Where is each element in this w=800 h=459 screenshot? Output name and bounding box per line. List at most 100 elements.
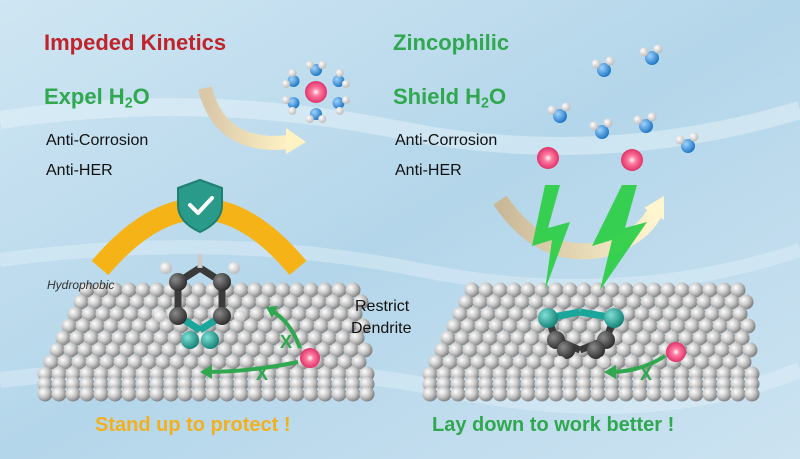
zinc-atom xyxy=(570,294,586,310)
zinc-atom xyxy=(674,282,690,298)
zinc-atom xyxy=(133,342,149,358)
zinc-atom xyxy=(269,294,285,310)
zinc-atom xyxy=(129,294,145,310)
zinc-atom xyxy=(632,386,648,402)
zinc-atom xyxy=(512,354,528,370)
zinc-atom xyxy=(225,354,241,370)
zinc-atom xyxy=(502,318,518,334)
zinc-atom xyxy=(558,318,574,334)
zinc-ion xyxy=(621,149,643,171)
middle-label-line1: Restrict xyxy=(355,298,410,315)
free-water-molecules xyxy=(547,44,699,153)
zinc-atom xyxy=(329,342,345,358)
zinc-atom xyxy=(113,354,129,370)
zinc-atom xyxy=(492,282,508,298)
zinc-atom xyxy=(275,386,291,402)
zinc-atom xyxy=(514,294,530,310)
zinc-atom xyxy=(283,294,299,310)
zinc-atom xyxy=(247,386,263,402)
zinc-ion xyxy=(305,81,327,103)
middle-label-line2: Dendrite xyxy=(351,320,412,337)
zinc-atom xyxy=(241,294,257,310)
zinc-atom xyxy=(484,354,500,370)
zinc-atom xyxy=(644,342,660,358)
zinc-atom xyxy=(119,342,135,358)
zinc-ion xyxy=(537,147,559,169)
zinc-atom xyxy=(317,282,333,298)
zinc-atom xyxy=(279,330,295,346)
zinc-atom xyxy=(71,354,87,370)
zinc-atom xyxy=(323,354,339,370)
zinc-atom xyxy=(734,330,750,346)
zinc-atom xyxy=(478,386,494,402)
zinc-atom xyxy=(233,282,249,298)
zinc-atom xyxy=(724,294,740,310)
zinc-atom xyxy=(486,294,502,310)
zinc-atom xyxy=(720,330,736,346)
water-molecule xyxy=(639,44,663,65)
zinc-atom xyxy=(79,282,95,298)
zinc-atom xyxy=(698,318,714,334)
zinc-atom xyxy=(355,318,371,334)
zinc-atom xyxy=(97,330,113,346)
zinc-atom xyxy=(576,386,592,402)
zinc-atom xyxy=(143,294,159,310)
zinc-atom xyxy=(229,318,245,334)
zinc-atom xyxy=(247,282,263,298)
zinc-atom xyxy=(704,306,720,322)
zinc-atom xyxy=(708,354,724,370)
zinc-atom xyxy=(347,306,363,322)
zinc-atom xyxy=(131,318,147,334)
zinc-atom xyxy=(117,318,133,334)
zinc-atom xyxy=(742,342,758,358)
zinc-atom xyxy=(736,354,752,370)
zinc-atom xyxy=(99,354,115,370)
zinc-atom xyxy=(353,294,369,310)
zinc-atom xyxy=(584,294,600,310)
blocked-diffusion-arrow xyxy=(204,360,299,374)
zinc-atom xyxy=(237,330,253,346)
zinc-atom xyxy=(738,294,754,310)
zinc-atom xyxy=(604,282,620,298)
zinc-atom xyxy=(452,306,468,322)
zinc-atom xyxy=(37,386,53,402)
zinc-atom xyxy=(303,282,319,298)
zinc-atom xyxy=(155,354,171,370)
zinc-atom xyxy=(634,306,650,322)
right-zinc-surface xyxy=(422,282,760,402)
zinc-atom xyxy=(93,386,109,402)
zinc-atom xyxy=(197,354,213,370)
zinc-atom xyxy=(191,282,207,298)
zinc-atom xyxy=(462,342,478,358)
zinc-atom xyxy=(109,306,125,322)
zinc-atom xyxy=(648,306,664,322)
zinc-atom xyxy=(153,330,169,346)
zinc-atom xyxy=(357,342,373,358)
zinc-atom xyxy=(730,282,746,298)
zinc-atom xyxy=(496,330,512,346)
zinc-atom xyxy=(149,282,165,298)
zinc-ion xyxy=(666,342,686,362)
zinc-atom xyxy=(249,306,265,322)
zinc-atom xyxy=(532,342,548,358)
zinc-atom xyxy=(339,294,355,310)
zinc-atom xyxy=(79,386,95,402)
zinc-atom xyxy=(65,386,81,402)
zinc-atom xyxy=(676,306,692,322)
zinc-atom xyxy=(107,386,123,402)
zinc-atom xyxy=(127,354,143,370)
zinc-atom xyxy=(191,386,207,402)
zinc-atom xyxy=(253,354,269,370)
zinc-atom xyxy=(333,306,349,322)
water-molecule xyxy=(675,132,699,153)
right-benefit-1: Anti-Corrosion xyxy=(395,132,498,149)
zinc-atom xyxy=(716,386,732,402)
zinc-atom xyxy=(618,282,634,298)
zinc-atom xyxy=(83,330,99,346)
zinc-atom xyxy=(598,294,614,310)
zinc-atom xyxy=(632,282,648,298)
zinc-atom xyxy=(319,306,335,322)
expel-arrow xyxy=(198,86,291,150)
zinc-atom xyxy=(464,386,480,402)
